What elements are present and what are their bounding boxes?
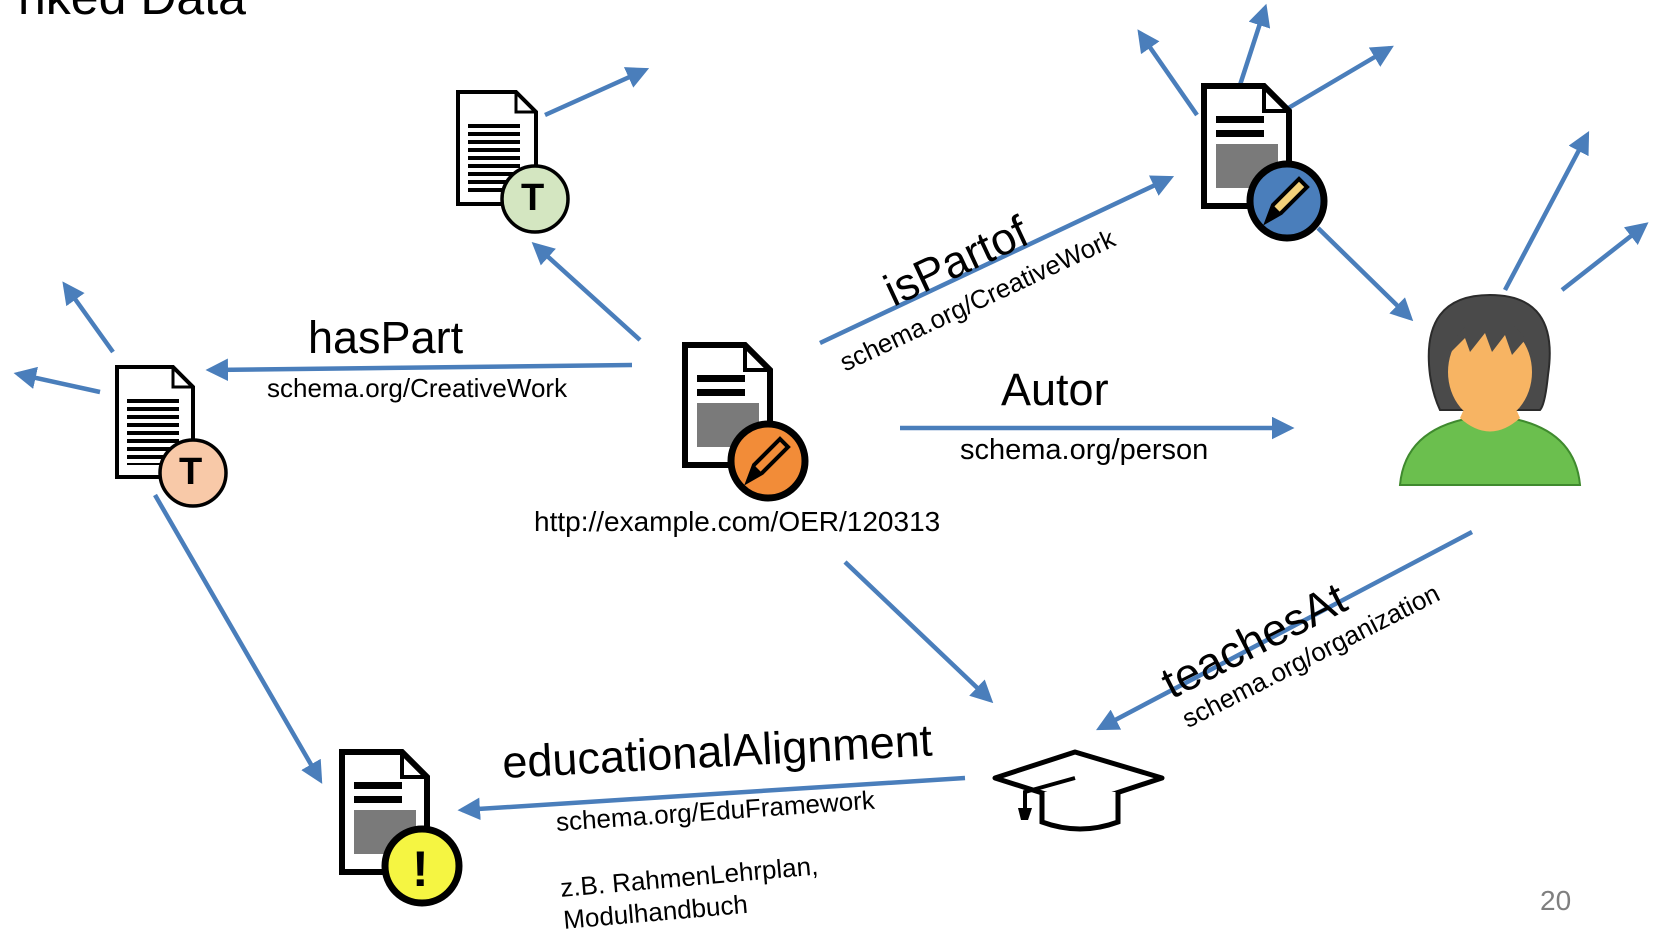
arrow-person-out-2 xyxy=(1560,222,1649,292)
arrow-left-doc-out-1 xyxy=(62,281,115,354)
center-resource-uri: http://example.com/OER/120313 xyxy=(534,506,941,537)
page-title-fragment: nked Data xyxy=(18,0,246,26)
arrow-teachesat xyxy=(1096,530,1474,731)
arrow-left-doc-out-2 xyxy=(13,366,101,395)
arrow-tr-doc-out-3 xyxy=(1283,45,1394,112)
arrow-tr-doc-out-2 xyxy=(1237,3,1271,86)
arrow-haspart xyxy=(205,358,633,382)
alert-badge-icon xyxy=(381,825,463,907)
text-badge-icon-top xyxy=(500,164,570,234)
autor-schema: schema.org/person xyxy=(960,434,1209,466)
alert-badge-mark: ! xyxy=(412,841,429,897)
arrow-educational-alignment xyxy=(457,775,966,821)
arrow-top-doc-out xyxy=(544,67,650,118)
haspart-label: hasPart xyxy=(308,312,464,363)
text-badge-letter-left: T xyxy=(179,451,203,493)
person-icon xyxy=(1398,293,1582,486)
edit-badge-icon-top-right xyxy=(1246,160,1328,242)
arrow-tr-doc-to-person xyxy=(1316,226,1414,322)
graduation-cap-icon xyxy=(992,749,1165,832)
autor-label: Autor xyxy=(1001,364,1109,415)
text-badge-letter-top: T xyxy=(521,177,545,219)
arrow-ispartof xyxy=(819,175,1175,346)
page-number: 20 xyxy=(1540,885,1572,916)
arrow-left-doc-to-alert xyxy=(153,493,323,784)
arrow-center-to-cap xyxy=(843,560,994,704)
arrow-tr-doc-out-1 xyxy=(1137,29,1199,117)
arrow-center-to-top-doc xyxy=(531,241,642,342)
edit-badge-icon-center xyxy=(727,420,809,502)
text-badge-icon-left xyxy=(158,438,228,508)
arrows xyxy=(13,3,1649,821)
haspart-schema: schema.org/CreativeWork xyxy=(267,373,568,403)
arrow-person-out-1 xyxy=(1503,131,1590,292)
